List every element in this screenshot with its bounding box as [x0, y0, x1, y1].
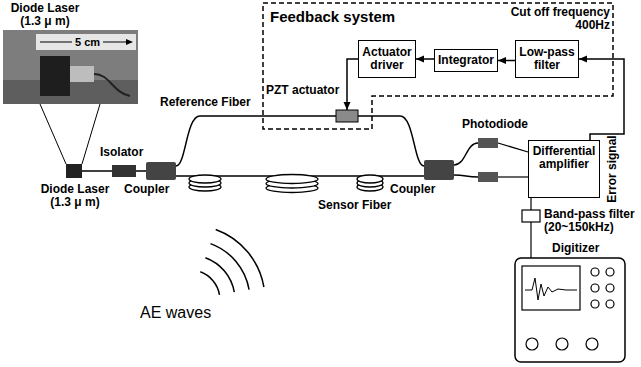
- reference-fiber: [176, 116, 424, 166]
- wave-label: AE waves: [140, 304, 211, 322]
- scale-band: [36, 34, 136, 50]
- signal-arrow: [498, 57, 515, 64]
- photodiode-symbol: [478, 172, 498, 182]
- laser-module: [40, 56, 70, 96]
- amplifier-box: Differential amplifier: [528, 140, 600, 198]
- group-title: Feedback system: [270, 8, 395, 25]
- process-box: Integrator: [434, 49, 498, 72]
- component-label: Isolator: [100, 146, 143, 159]
- component-label: Coupler: [124, 183, 169, 196]
- signal-arrow: [416, 56, 434, 63]
- fiber: [136, 170, 146, 172]
- coupler-symbol: [146, 162, 176, 180]
- arrow-head: [416, 56, 424, 63]
- box-text: Integrator: [438, 54, 494, 67]
- connector-line: [579, 59, 624, 140]
- filter-symbol: [522, 210, 540, 222]
- fiber-label: Reference Fiber: [160, 96, 251, 109]
- zoom-line: [82, 104, 100, 164]
- fiber-label: Sensor Fiber: [318, 199, 391, 212]
- component-label: Coupler: [390, 183, 435, 196]
- wire: [498, 143, 528, 152]
- box-text: Low-pass filter: [519, 46, 575, 72]
- dashed-border: [263, 3, 613, 129]
- digitizer-screen: [522, 266, 580, 310]
- feedback-group: Feedback systemActuator driver Integrator…: [262, 2, 614, 130]
- wire: [530, 222, 531, 258]
- process-box: Actuator driver: [358, 40, 416, 78]
- scale-label: 5 cm: [72, 36, 103, 49]
- laser-photo: [3, 30, 138, 104]
- box-text: Actuator driver: [362, 46, 412, 72]
- filter-spec: Cut off frequency 400Hz: [500, 6, 610, 32]
- pzt-symbol: [336, 110, 358, 122]
- component-label: Photodiode: [462, 118, 528, 131]
- arrow-head: [579, 56, 587, 63]
- fiber-coil: [189, 175, 383, 193]
- signal-arrow: [579, 56, 624, 141]
- isolator-symbol: [112, 165, 136, 177]
- laser-barrel: [70, 66, 94, 82]
- component-label: PZT actuator: [266, 84, 339, 97]
- fiber: [454, 143, 478, 165]
- photo-shade: [3, 80, 138, 104]
- wire: [498, 176, 528, 177]
- digitizer-knobs: [526, 268, 614, 350]
- wire: [530, 198, 531, 210]
- photodiode-symbol: [478, 138, 498, 148]
- arrow-head: [498, 57, 506, 64]
- scale-arrow-head: [126, 39, 133, 45]
- filter-spec: Band-pass filter (20~150kHz): [544, 208, 638, 234]
- laser-symbol: [66, 164, 82, 178]
- arrow-head: [344, 102, 351, 110]
- component-label: Diode Laser (1.3 μ m): [34, 183, 116, 209]
- digitizer-symbol: [515, 258, 625, 362]
- fiber: [454, 175, 478, 177]
- zoom-line: [40, 104, 66, 164]
- wave-arcs: [200, 230, 264, 295]
- waveform: [525, 278, 577, 300]
- photo-caption: Diode Laser (1.3 μ m): [4, 2, 86, 28]
- edge-label: Error signal: [606, 135, 619, 202]
- coupler-symbol: [424, 160, 454, 180]
- fiber: [82, 170, 112, 172]
- laser-cable: [94, 74, 130, 96]
- drive-wire: [344, 59, 359, 110]
- box-text: Differential amplifier: [532, 145, 596, 171]
- filter-box: Low-pass filter: [515, 40, 579, 78]
- component-label: Digitizer: [552, 242, 599, 255]
